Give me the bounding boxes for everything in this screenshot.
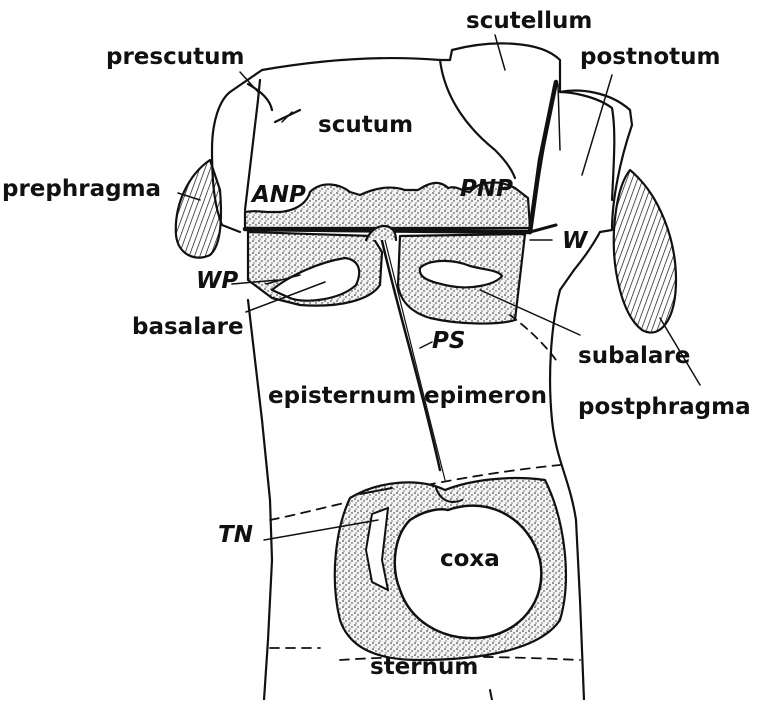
label-coxa: coxa bbox=[440, 548, 500, 571]
label-epimeron: epimeron bbox=[424, 385, 547, 408]
label-episternum: episternum bbox=[268, 385, 416, 408]
prephragma-lobe bbox=[176, 160, 221, 258]
label-tn: TN bbox=[218, 524, 253, 547]
label-postphragma: postphragma bbox=[578, 396, 751, 419]
label-anp: ANP bbox=[252, 184, 306, 207]
label-scutellum: scutellum bbox=[466, 10, 592, 33]
label-subalare: subalare bbox=[578, 345, 690, 368]
label-ps: PS bbox=[432, 330, 465, 353]
label-prescutum: prescutum bbox=[106, 46, 244, 69]
label-pnp: PNP bbox=[460, 178, 513, 201]
postphragma-lobe bbox=[614, 170, 676, 333]
label-scutum: scutum bbox=[318, 114, 413, 137]
label-sternum: sternum bbox=[370, 656, 478, 679]
label-basalare: basalare bbox=[132, 316, 244, 339]
label-prephragma: prephragma bbox=[2, 178, 161, 201]
label-postnotum: postnotum bbox=[580, 46, 720, 69]
label-wp: WP bbox=[196, 270, 238, 293]
label-w: W bbox=[562, 230, 587, 253]
